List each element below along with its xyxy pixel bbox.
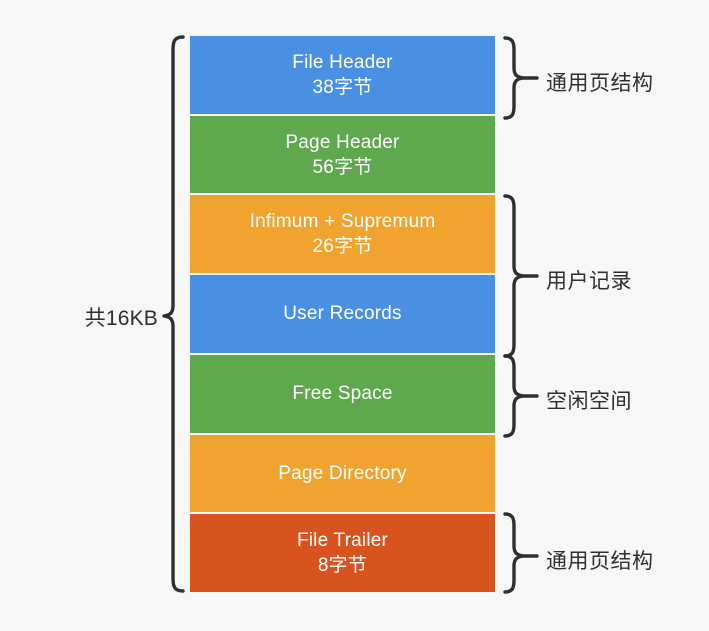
block-page-directory: Page Directory	[190, 434, 495, 515]
block-user-records: User Records	[190, 275, 495, 355]
block-title: User Records	[283, 303, 402, 325]
block-free-space: Free Space	[190, 354, 495, 435]
block-page-header: Page Header 56字节	[190, 115, 495, 196]
brace-user-records	[503, 194, 525, 358]
block-subtitle: 26字节	[312, 236, 373, 258]
page-block-stack: File Header 38字节 Page Header 56字节 Infimu…	[190, 36, 495, 593]
block-title: Page Directory	[278, 462, 407, 484]
block-title: Free Space	[292, 383, 393, 405]
group-label-common-page-structure-top: 通用页结构	[546, 72, 654, 95]
group-label-free-space: 空闲空间	[546, 390, 632, 413]
group-label-user-records: 用户记录	[546, 270, 632, 293]
block-file-trailer: File Trailer 8字节	[190, 514, 495, 593]
block-file-header: File Header 38字节	[190, 36, 495, 116]
block-title: Infimum + Supremum	[249, 211, 436, 233]
block-infimum-supremum: Infimum + Supremum 26字节	[190, 195, 495, 276]
brace-common-bottom	[503, 512, 525, 594]
brace-common-top	[503, 36, 525, 120]
block-title: File Header	[292, 51, 393, 73]
block-subtitle: 56字节	[312, 156, 373, 178]
brace-total	[162, 35, 185, 593]
block-subtitle: 8字节	[317, 555, 368, 577]
group-label-common-page-structure-bottom: 通用页结构	[546, 550, 654, 573]
block-title: File Trailer	[296, 530, 389, 552]
block-title: Page Header	[285, 131, 400, 153]
brace-free-space	[503, 354, 525, 438]
block-subtitle: 38字节	[312, 76, 373, 98]
total-size-label: 共16KB	[84, 307, 158, 330]
